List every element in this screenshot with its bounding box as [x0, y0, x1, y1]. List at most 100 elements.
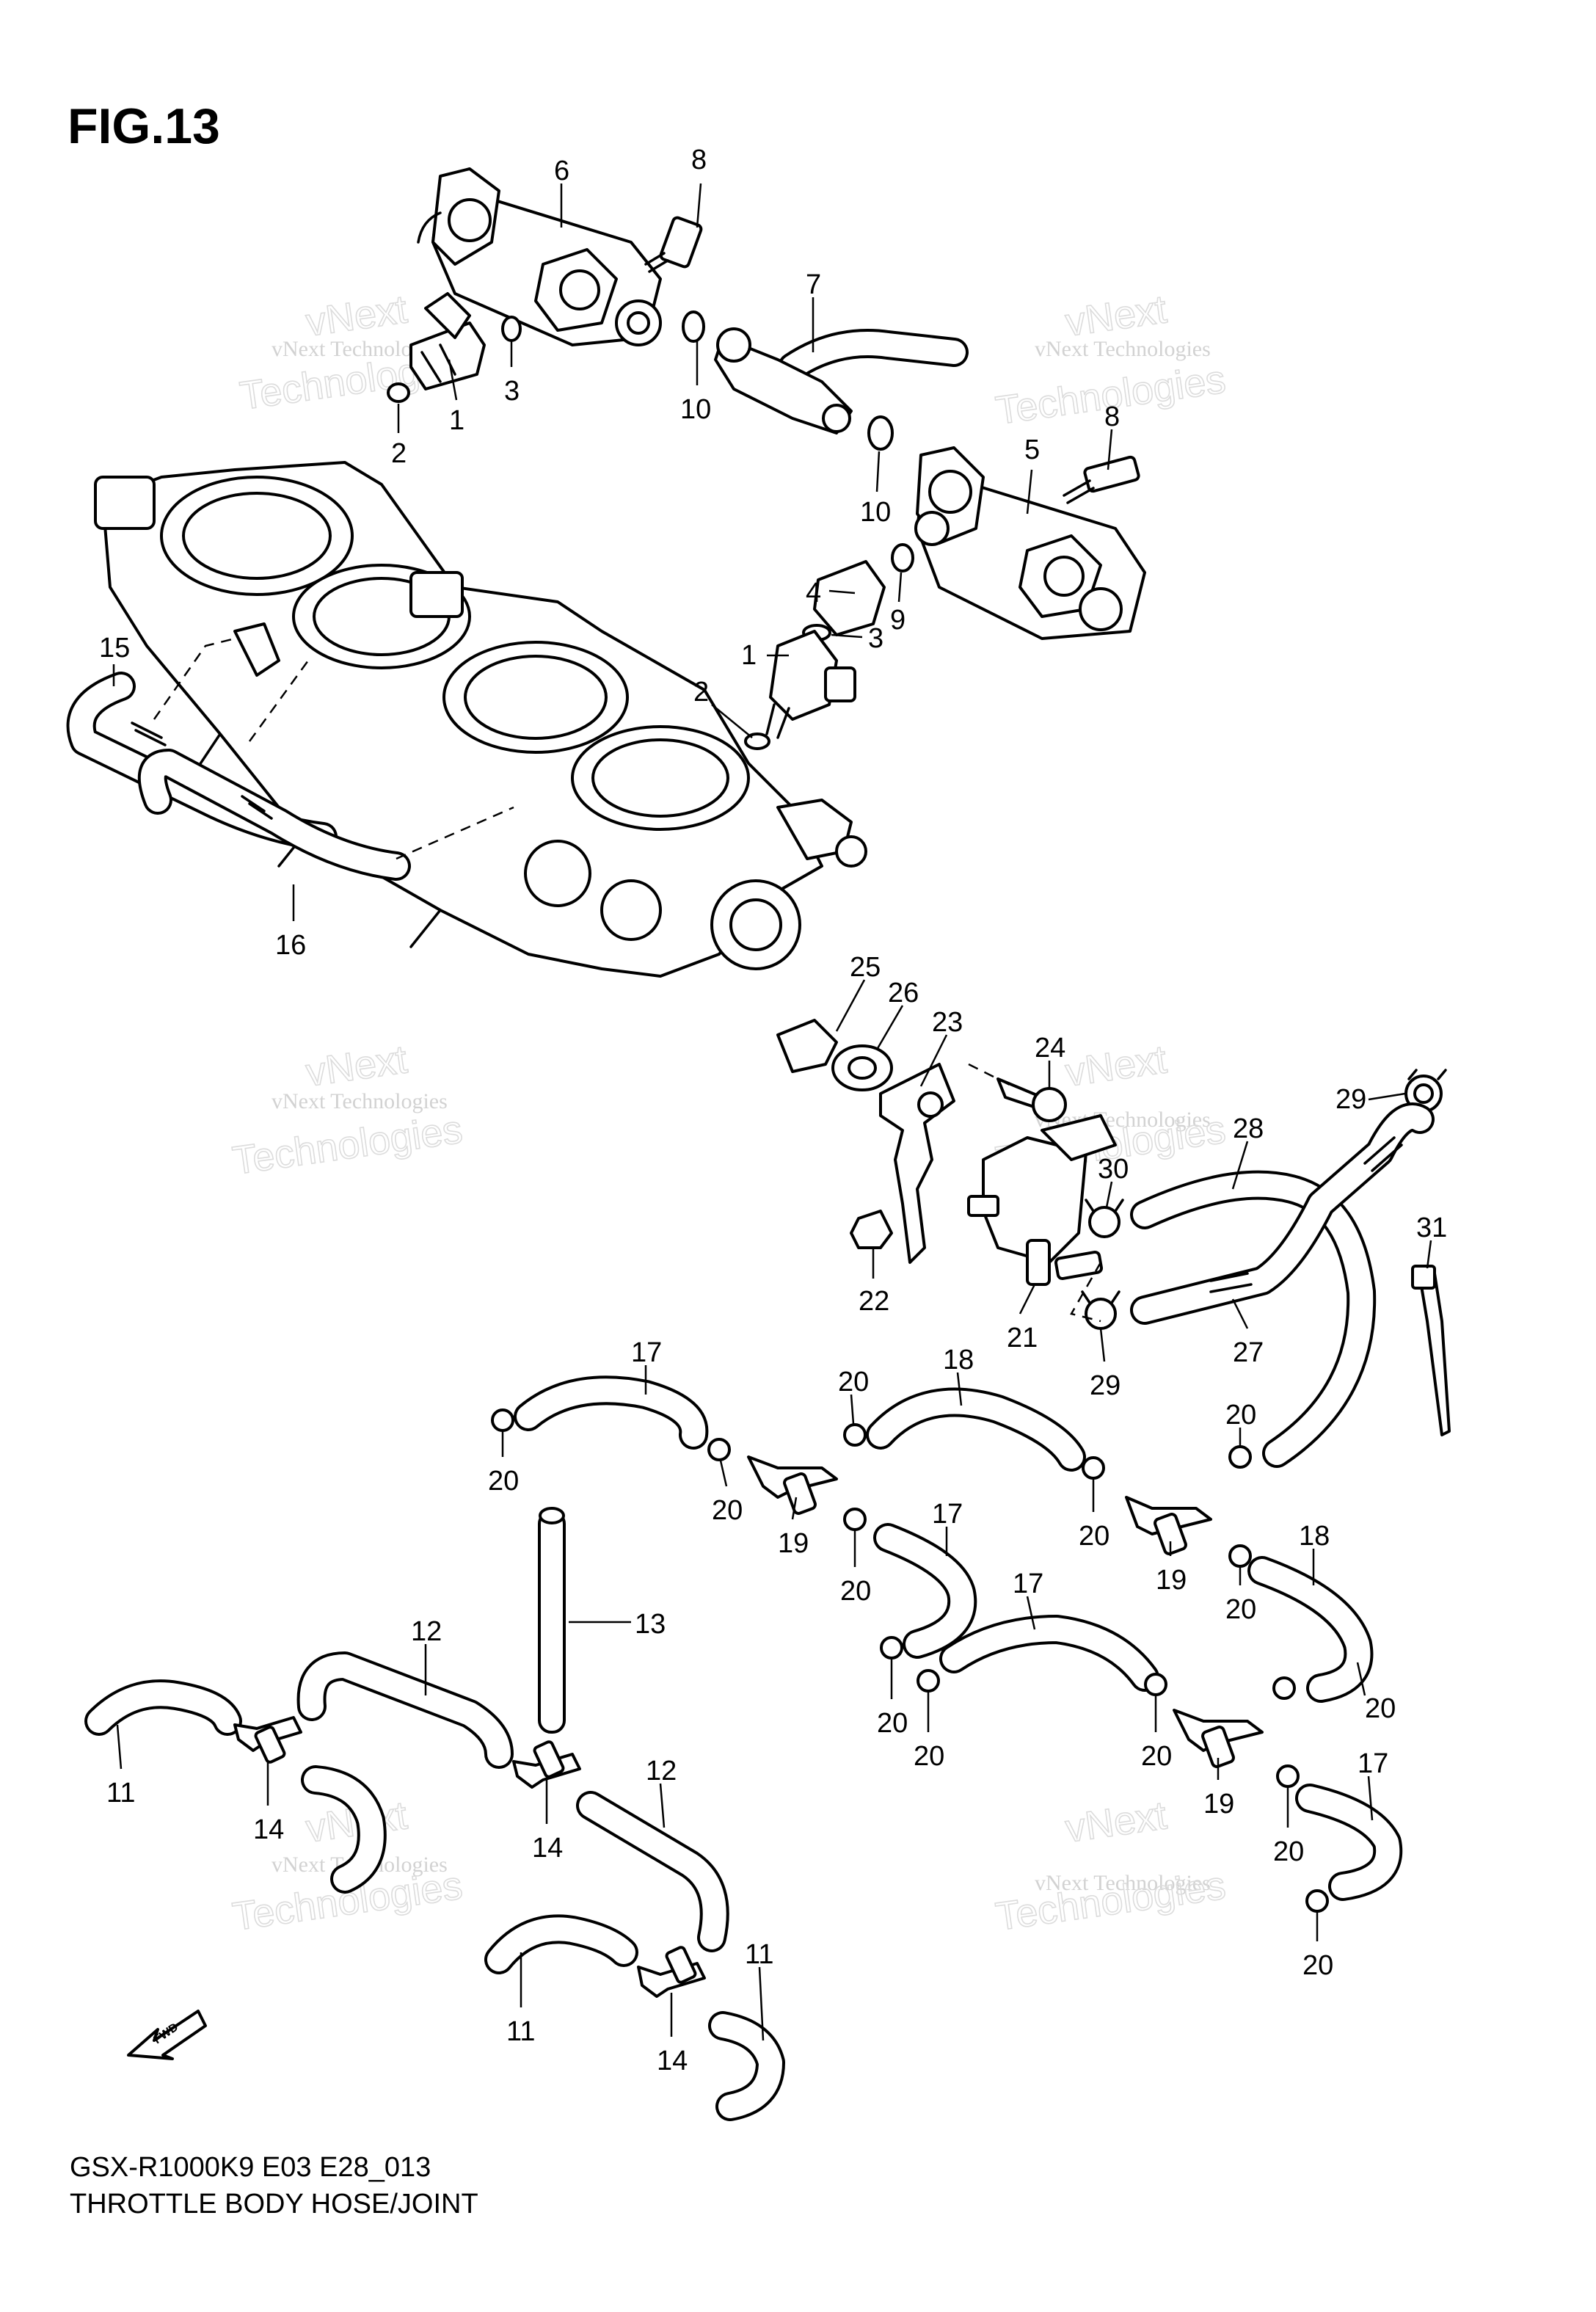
hose-13 [538, 1507, 566, 1734]
hose-11-d [708, 2011, 785, 2121]
callout-29-upper: 29 [1336, 1084, 1366, 1115]
callout-20-i: 20 [914, 1741, 944, 1772]
hose-11-a [84, 1679, 242, 1736]
callout-30: 30 [1098, 1154, 1129, 1185]
callout-3-upper: 3 [504, 376, 520, 407]
callout-25: 25 [850, 952, 881, 983]
grommet-26 [831, 1044, 893, 1091]
callout-6: 6 [554, 156, 569, 186]
callout-17-c: 17 [1013, 1568, 1043, 1599]
hose-17-c [939, 1615, 1159, 1692]
fuel-injector-upper [409, 292, 486, 390]
clamp-30 [1085, 1199, 1124, 1238]
callout-19-b: 19 [1156, 1565, 1187, 1596]
clamps-20 [491, 1408, 1329, 1913]
cable-tie-31 [1411, 1265, 1451, 1436]
hose-12-b [576, 1791, 729, 1952]
clamp-29-lower [1081, 1290, 1121, 1330]
callout-22: 22 [859, 1286, 889, 1317]
joint-19-c [1173, 1709, 1264, 1768]
hose-17-a [514, 1375, 709, 1450]
bolt-upper [644, 216, 703, 273]
callout-18-a: 18 [943, 1345, 974, 1375]
callout-18-b: 18 [1299, 1521, 1330, 1552]
callout-8-upper: 8 [691, 145, 707, 175]
screw-24 [968, 1063, 1067, 1122]
callout-labels: 6 8 7 3 1 2 10 10 5 8 4 9 3 1 2 15 16 25… [99, 145, 1447, 2076]
hose-12-a [296, 1651, 514, 1769]
hose-18-a [866, 1387, 1086, 1472]
callout-20-c: 20 [488, 1466, 519, 1497]
callout-17-a: 17 [631, 1337, 662, 1368]
callout-26: 26 [888, 978, 919, 1008]
dash-guide-valve-1 [1070, 1262, 1102, 1323]
callout-17-b: 17 [932, 1499, 963, 1530]
callout-12-a: 12 [411, 1616, 442, 1647]
callout-19-a: 19 [778, 1528, 809, 1559]
hose-11-b [301, 1765, 387, 1894]
callout-20-a: 20 [838, 1367, 869, 1397]
callout-14-a: 14 [253, 1814, 284, 1845]
callout-20-e: 20 [1079, 1521, 1109, 1552]
joint-19-a [747, 1455, 838, 1515]
watermark-6: vNext vNext Technologies Technologies [993, 1792, 1229, 1939]
joint-14-b [512, 1740, 581, 1789]
hose-18-b [1247, 1556, 1374, 1703]
model-code: GSX-R1000K9 E03 E28_013 [70, 2152, 431, 2183]
callout-13: 13 [635, 1609, 666, 1640]
callout-1-upper: 1 [449, 405, 464, 436]
callout-20-d: 20 [712, 1495, 743, 1526]
callout-4: 4 [806, 578, 821, 608]
dash-guide-throttle-1 [153, 637, 236, 720]
hose-28 [1130, 1170, 1377, 1468]
leader-lines [112, 183, 1432, 2041]
callout-20-j: 20 [1141, 1741, 1172, 1772]
callout-21: 21 [1007, 1323, 1038, 1353]
callout-24: 24 [1035, 1033, 1065, 1064]
svg-text:vNext: vNext [1063, 1793, 1169, 1851]
callout-14-c: 14 [657, 2046, 688, 2076]
o-ring-2-upper [387, 382, 410, 403]
callout-10-upper: 10 [680, 394, 711, 425]
fuel-delivery-pipe-left [417, 167, 662, 346]
joint-14-a [233, 1716, 302, 1764]
hose-17-b [873, 1523, 977, 1659]
callout-20-m: 20 [1302, 1950, 1333, 1981]
fwd-arrow-icon: FWD [127, 2010, 207, 2060]
callout-16: 16 [275, 930, 306, 961]
figure-title: FIG.13 [68, 98, 220, 154]
hose-17-d [1295, 1784, 1403, 1901]
fuel-injector-lower [765, 630, 856, 739]
watermark-3: vNext vNext Technologies Technologies [230, 1036, 466, 1183]
callout-20-h: 20 [877, 1708, 908, 1739]
o-ring-10-upper [682, 310, 705, 343]
o-ring-10-lower [867, 415, 894, 451]
svg-text:vNext: vNext [1063, 1037, 1169, 1095]
callout-15: 15 [99, 633, 130, 664]
callout-20-g: 20 [1225, 1594, 1256, 1625]
joint-14-c [637, 1946, 706, 1998]
callout-23: 23 [932, 1007, 963, 1038]
joint-19-b [1125, 1496, 1212, 1555]
callout-20-b: 20 [1225, 1400, 1256, 1431]
svg-text:vNext Technologies: vNext Technologies [1035, 337, 1211, 361]
callout-5: 5 [1024, 435, 1040, 465]
callout-9: 9 [890, 605, 906, 636]
bracket-23 [879, 1063, 955, 1264]
fuel-feed-pipe [714, 327, 969, 435]
callout-11-b: 11 [506, 2016, 535, 2047]
callout-8-right: 8 [1104, 401, 1120, 432]
callout-31: 31 [1416, 1213, 1447, 1243]
clamp-29-upper [1404, 1069, 1447, 1113]
callout-17-d: 17 [1358, 1748, 1388, 1779]
bolt-right [1063, 455, 1140, 504]
callout-19-c: 19 [1203, 1789, 1234, 1820]
o-ring-3-upper [501, 316, 522, 342]
callout-28: 28 [1233, 1113, 1264, 1144]
throttle-body-assembly [94, 461, 867, 978]
callout-29-lower: 29 [1090, 1370, 1121, 1401]
hose-16 [137, 749, 411, 881]
callout-3-lower: 3 [868, 623, 883, 654]
o-ring-9 [891, 543, 914, 572]
